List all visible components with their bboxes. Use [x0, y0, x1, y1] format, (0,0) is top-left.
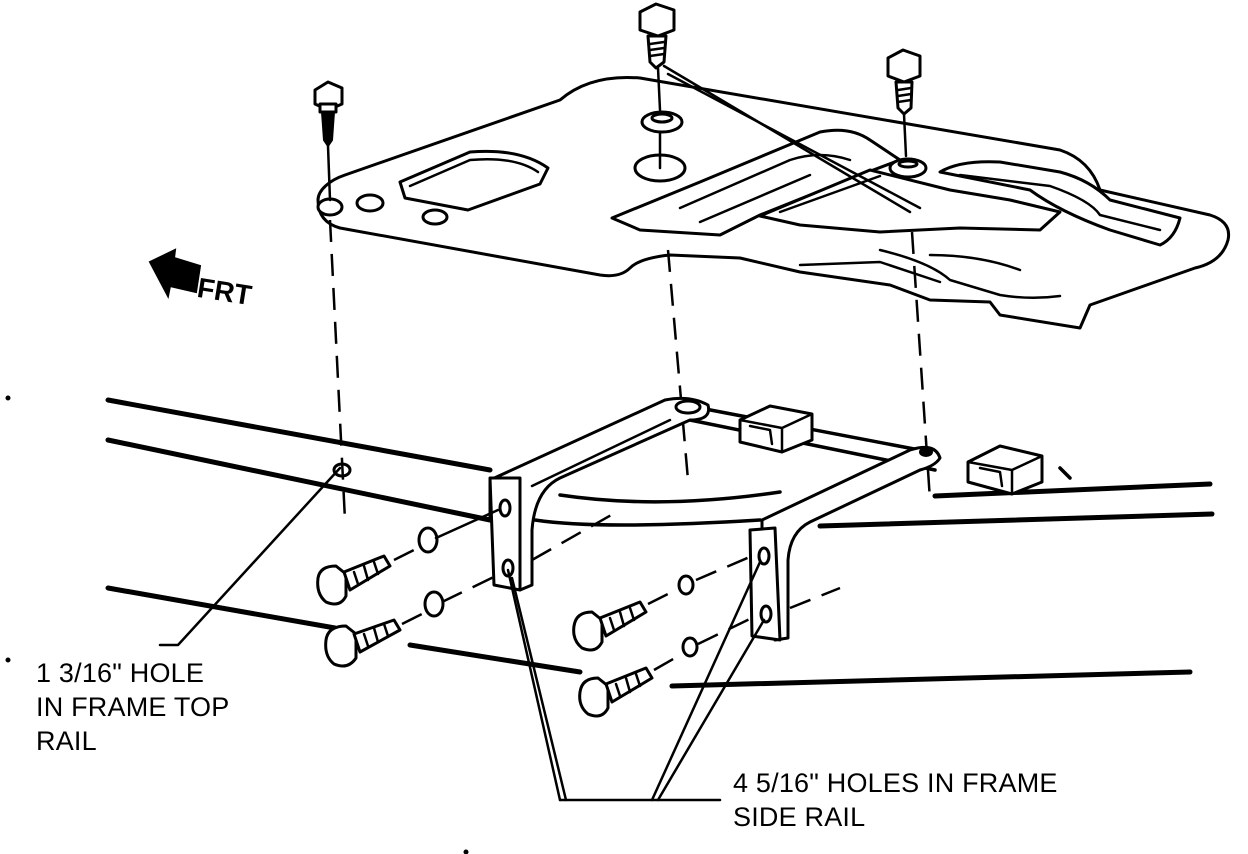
- top-rail-hole-callout: 1 3/16" HOLE IN FRAME TOP RAIL: [36, 656, 229, 758]
- callout-line: 1 3/16" HOLE: [36, 658, 205, 688]
- side-bolt-1: [316, 554, 392, 606]
- frame-rail: [105, 397, 1215, 689]
- cage-nut-2: [966, 444, 1044, 496]
- side-bolt-3: [572, 600, 648, 652]
- alignment-lines: [326, 64, 932, 521]
- callout-line: 4 5/16" HOLES IN FRAME: [733, 768, 1058, 798]
- front-arrow-icon: [148, 248, 202, 299]
- callout-line: RAIL: [36, 726, 97, 756]
- callout-line: IN FRAME TOP: [36, 692, 230, 722]
- side-rail-holes-callout: 4 5/16" HOLES IN FRAME SIDE RAIL: [733, 766, 1058, 834]
- skid-plate: [316, 76, 1231, 330]
- bolt-center: [638, 2, 676, 70]
- cage-nut-1: [738, 404, 814, 454]
- side-fasteners-left: [316, 508, 621, 668]
- right-bracket: [748, 445, 942, 642]
- bolt-left: [313, 80, 344, 148]
- side-fasteners-right: [572, 554, 841, 718]
- washer-right: [888, 157, 928, 179]
- side-bolt-4: [578, 666, 654, 718]
- side-bolt-2: [324, 618, 402, 668]
- left-bracket: [488, 396, 711, 592]
- leader-lines: [158, 466, 766, 802]
- callout-line: SIDE RAIL: [733, 802, 866, 832]
- washer-center: [640, 110, 684, 134]
- bolt-right: [886, 48, 922, 116]
- top-bolts: [313, 2, 928, 179]
